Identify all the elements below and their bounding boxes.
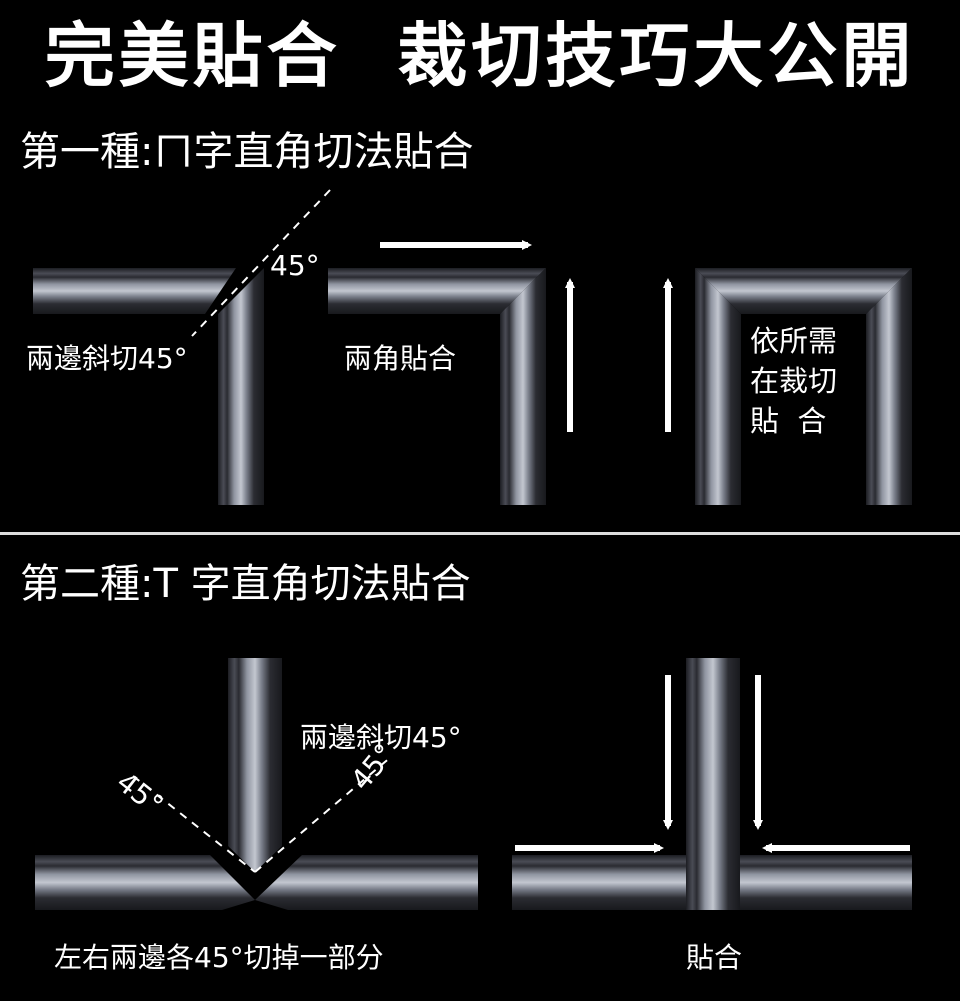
t-cut-figure — [35, 658, 478, 910]
left-strip — [35, 855, 255, 910]
angle-label: 45° — [270, 249, 320, 282]
horizontal-strip — [33, 268, 236, 314]
page-title: 完美貼合 裁切技巧大公開 — [44, 14, 916, 97]
vertical-strip — [500, 268, 546, 505]
left-strip — [695, 268, 741, 505]
horizontal-strip — [328, 268, 546, 314]
right-strip — [738, 855, 912, 910]
fit-label-line2: 在裁切 — [750, 364, 838, 398]
cut-guide-left — [132, 775, 256, 873]
right-strip — [866, 268, 912, 505]
section2-heading: 第二種:T 字直角切法貼合 — [20, 561, 471, 607]
trim-label: 左右兩邊各45°切掉一部分 — [54, 941, 384, 974]
join-label: 兩角貼合 — [344, 342, 457, 375]
frame-figure — [663, 268, 912, 505]
left-strip — [512, 855, 690, 910]
vertical-strip — [218, 268, 264, 505]
corner-join-figure — [328, 240, 575, 505]
vertical-strip — [228, 658, 282, 872]
join-label: 貼合 — [686, 941, 743, 974]
cut-label: 兩邊斜切45° — [26, 342, 188, 375]
fit-label-line1: 依所需 — [750, 324, 838, 358]
section1-heading: 第一種:ㄇ字直角切法貼合 — [20, 129, 474, 175]
miter-guide-line — [191, 189, 331, 337]
section-divider — [0, 532, 960, 535]
top-strip — [695, 268, 912, 314]
t-join-figure — [512, 658, 912, 910]
fit-label-line3: 貼 合 — [750, 404, 827, 438]
corner-cut-figure — [33, 189, 331, 505]
right-strip — [255, 855, 478, 910]
vertical-strip — [686, 658, 740, 910]
cut-label: 兩邊斜切45° — [300, 721, 462, 754]
